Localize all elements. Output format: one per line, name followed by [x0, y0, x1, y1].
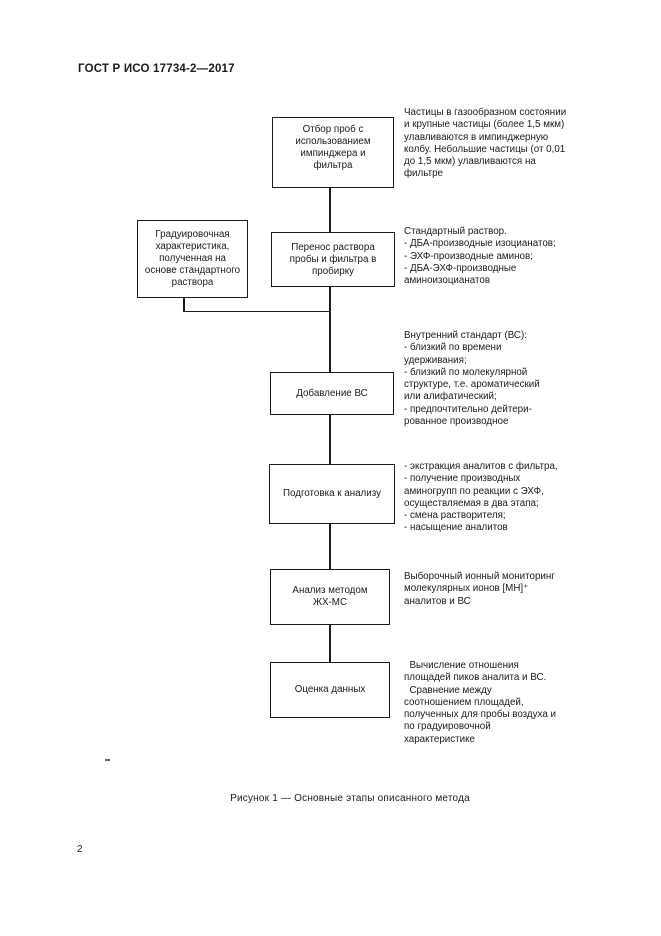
connector-analysis-evaluation	[329, 625, 331, 662]
scan-artifact-mark	[105, 759, 110, 761]
annotation-preparation: - экстракция аналитов с фильтра, - получ…	[404, 461, 558, 534]
document-header: ГОСТ Р ИСО 17734-2—2017	[78, 63, 235, 75]
flow-box-transfer: Перенос раствора пробы и фильтра в проби…	[271, 232, 395, 287]
connector-calibration-stub	[183, 298, 185, 312]
figure-caption: Рисунок 1 — Основные этапы описанного ме…	[230, 793, 470, 804]
page-number: 2	[77, 844, 83, 855]
annotation-internal-standard: Внутренний стандарт (ВС): - близкий по в…	[404, 330, 540, 428]
connector-addis-preparation	[329, 415, 331, 464]
annotation-evaluation: Вычисление отношения площадей пиков анал…	[404, 660, 556, 745]
annotation-analysis: Выборочный ионный мониторинг молекулярны…	[404, 571, 555, 607]
flow-box-add-is: Добавление ВС	[270, 372, 394, 415]
flow-box-analysis: Анализ методом ЖХ-МС	[270, 569, 390, 625]
connector-preparation-analysis	[329, 524, 331, 569]
connector-transfer-addis	[329, 287, 331, 372]
flow-box-evaluation: Оценка данных	[270, 662, 390, 718]
connector-sampling-transfer	[329, 188, 331, 232]
annotation-standard-solution: Стандартный раствор. - ДБА-производные и…	[404, 226, 556, 287]
flow-box-sampling: Отбор проб с использованием импинджера и…	[272, 117, 394, 188]
annotation-sampling: Частицы в газообразном состоянии и крупн…	[404, 107, 567, 180]
connector-calibration-join	[183, 310, 330, 312]
flow-box-calibration: Градуировочная характеристика, полученна…	[137, 220, 248, 298]
flow-box-preparation: Подготовка к анализу	[269, 464, 395, 524]
